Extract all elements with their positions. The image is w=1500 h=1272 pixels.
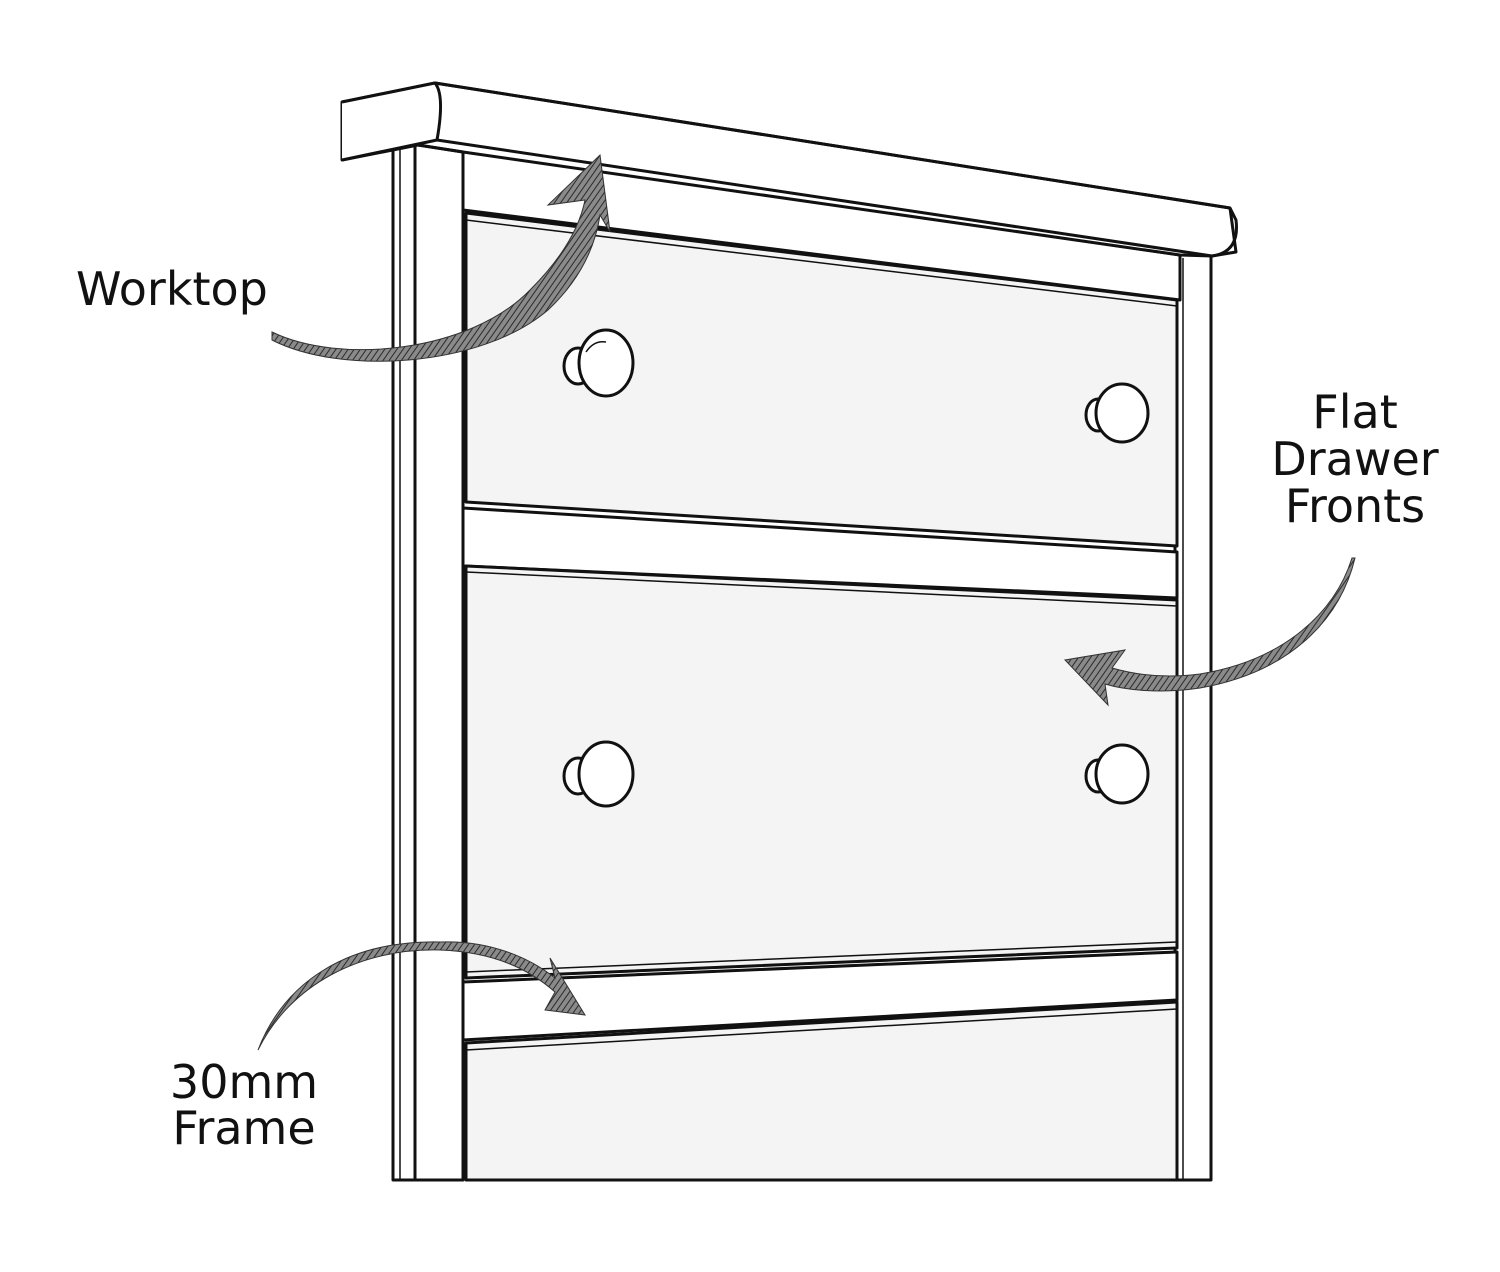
frame-arrow-icon xyxy=(257,941,586,1051)
middle-frame-rail-1 xyxy=(461,506,1179,600)
drawer-fronts-label-line-2: Drawer xyxy=(1271,432,1438,486)
labels: Worktop Flat Drawer Fronts 30mm Frame xyxy=(76,262,1439,1155)
right-frame-stile xyxy=(1173,253,1213,1182)
drawer-knob-1-right xyxy=(1084,382,1150,444)
drawer-knob-1-left xyxy=(562,328,635,398)
drawer-front-3 xyxy=(464,1000,1179,1182)
annotation-arrows xyxy=(257,153,1356,1051)
middle-frame-rail-2 xyxy=(461,950,1179,1042)
left-frame-stile xyxy=(391,143,465,1182)
drawer-front-2 xyxy=(464,564,1179,980)
cabinet xyxy=(340,81,1238,1182)
worktop xyxy=(340,81,1238,258)
drawer-fronts-label-line-1: Flat xyxy=(1312,385,1397,439)
worktop-label: Worktop xyxy=(76,262,268,316)
drawer-knob-2-right xyxy=(1084,743,1150,805)
drawer-fronts-arrow-icon xyxy=(1063,557,1356,707)
frame-label-line-1: 30mm xyxy=(170,1055,318,1109)
drawer-fronts-label-line-3: Fronts xyxy=(1285,479,1425,533)
drawer-knob-2-left xyxy=(562,740,635,808)
frame-label-line-2: Frame xyxy=(172,1101,315,1155)
worktop-arrow-icon xyxy=(271,153,611,362)
